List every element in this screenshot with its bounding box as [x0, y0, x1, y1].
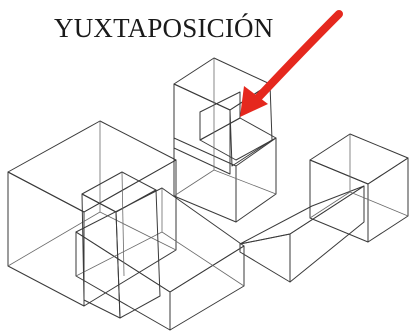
stacked-tower: [173, 57, 277, 223]
tower-notch-floor: [199, 117, 277, 161]
tower-upper-left-face: [173, 83, 231, 175]
diagram-title: YUXTAPOSICIÓN: [54, 13, 274, 43]
large-cube-left-face: [7, 171, 85, 307]
large-cube-right-face: [83, 159, 177, 307]
small-cube-group: [239, 133, 409, 283]
tall-prism-right-face: [115, 189, 161, 319]
small-cube-right-face: [367, 157, 409, 243]
tall-prism: [81, 171, 161, 319]
wedge-side-face: [239, 233, 291, 283]
long-block-left-face: [75, 231, 171, 331]
tower-notch-wall: [199, 91, 241, 141]
long-block-right-face: [169, 245, 245, 331]
small-cube-left-face: [309, 159, 369, 243]
large-cube-top-face: [7, 120, 177, 213]
wedge-front-face: [289, 185, 365, 283]
tower-lower-left-face: [173, 137, 237, 223]
red-pointer-arrow-icon: [240, 10, 343, 117]
large-cube: [7, 120, 177, 307]
small-cube-top-face: [309, 133, 409, 185]
